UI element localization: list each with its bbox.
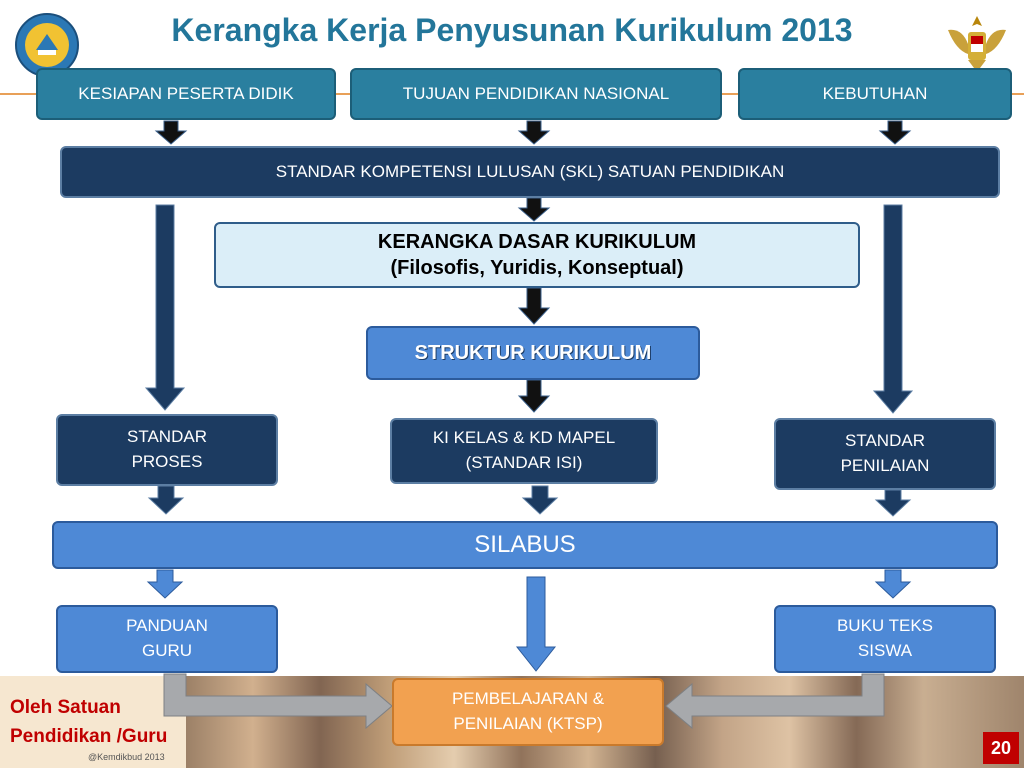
arrow-down	[878, 120, 912, 145]
arrow-down	[154, 120, 188, 145]
box-skl: STANDAR KOMPETENSI LULUSAN (SKL) SATUAN …	[60, 146, 1000, 198]
arrow-bend-left	[665, 673, 885, 730]
arrow-down	[517, 379, 551, 413]
arrow-down	[517, 287, 551, 325]
box-kesiapan-peserta-didik: KESIAPAN PESERTA DIDIK	[36, 68, 336, 120]
arrow-down	[517, 197, 551, 222]
page-number: 20	[983, 732, 1019, 764]
arrow-down	[517, 120, 551, 145]
arrow-down	[874, 569, 912, 599]
garuda-emblem-icon	[944, 10, 1010, 78]
arrow-down	[146, 569, 184, 599]
footer-panel	[0, 676, 186, 768]
watermark-text: @Kemdikbud 2013	[88, 752, 165, 762]
arrow-down	[144, 204, 186, 411]
box-struktur-kurikulum: STRUKTUR KURIKULUM	[366, 326, 700, 380]
credit-text: Oleh Satuan Pendidikan /Guru	[10, 697, 168, 747]
arrow-down	[147, 485, 185, 515]
arrow-down	[521, 485, 559, 515]
box-silabus: SILABUS	[52, 521, 998, 569]
page-title: Kerangka Kerja Penyusunan Kurikulum 2013	[171, 12, 853, 48]
box-kerangka-dasar: KERANGKA DASAR KURIKULUM (Filosofis, Yur…	[214, 222, 860, 288]
box-tujuan-pendidikan-nasional: TUJUAN PENDIDIKAN NASIONAL	[350, 68, 722, 120]
arrow-down	[515, 576, 557, 672]
arrow-down	[874, 489, 912, 517]
box-pembelajaran-penilaian: PEMBELAJARAN &PENILAIAN (KTSP)	[392, 678, 664, 746]
arrow-down	[872, 204, 914, 414]
kemdikbud-logo	[14, 12, 80, 78]
arrow-bend-right	[163, 673, 393, 730]
box-ki-kd-mapel: KI KELAS & KD MAPEL(STANDAR ISI)	[390, 418, 658, 484]
box-kebutuhan: KEBUTUHAN	[738, 68, 1012, 120]
